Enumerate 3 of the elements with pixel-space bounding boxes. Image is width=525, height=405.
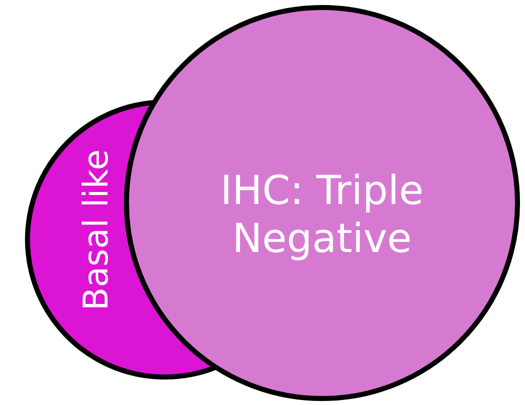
- circle-label: IHC: Triple Negative: [219, 167, 425, 263]
- venn-circle: [124, 5, 520, 401]
- circle-label: Basal like: [76, 149, 118, 311]
